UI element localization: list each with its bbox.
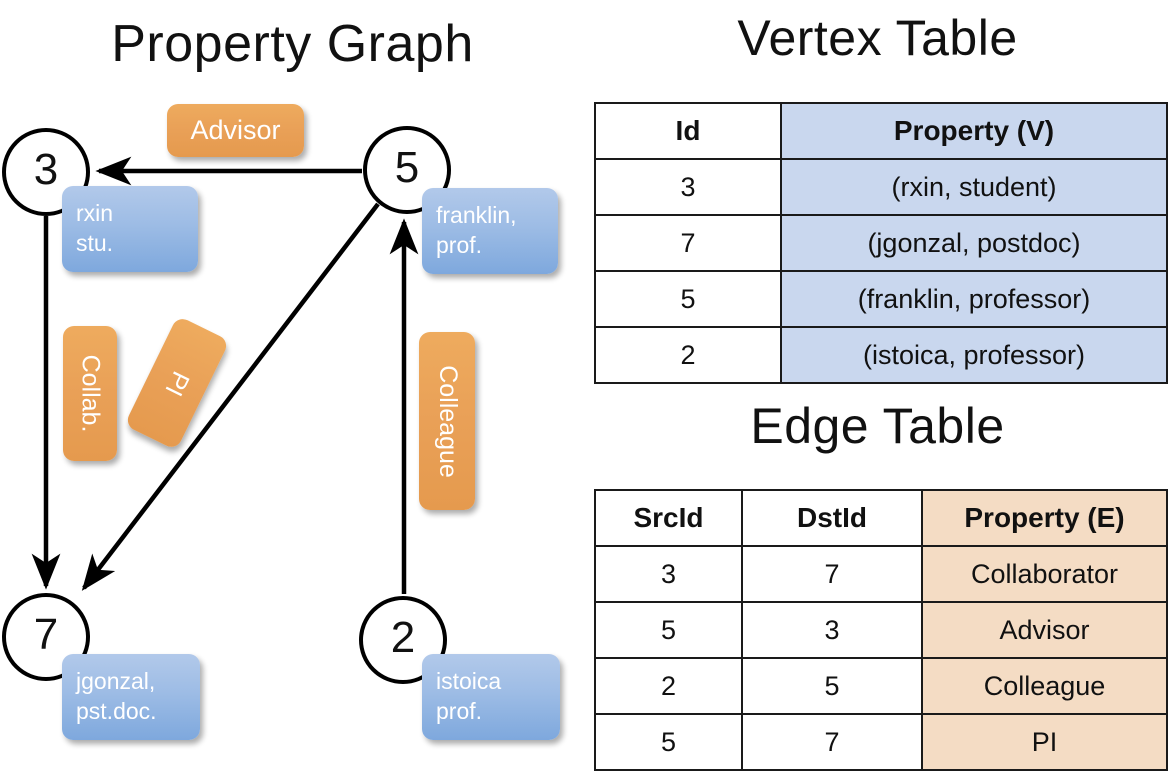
vertex-cell-id: 7 — [594, 214, 782, 272]
node-property-line-1: rxin — [76, 200, 114, 226]
vertex-cell-property: (rxin, student) — [780, 158, 1168, 216]
node-property-line-2: pst.doc. — [76, 698, 157, 724]
table-row: 2 (istoica, professor) — [594, 326, 1168, 384]
table-row: 5 7 PI — [594, 713, 1168, 771]
table-row: 2 5 Colleague — [594, 657, 1168, 715]
table-row: 3 (rxin, student) — [594, 158, 1168, 216]
node-property-box-7: jgonzal, pst.doc. — [62, 654, 200, 740]
table-header-row: SrcId DstId Property (E) — [594, 489, 1168, 547]
edge-header-srcid: SrcId — [594, 489, 743, 547]
edge-label-text: Advisor — [190, 115, 281, 145]
edge-table: SrcId DstId Property (E) 3 7 Collaborato… — [594, 489, 1168, 771]
edge-cell-srcid: 2 — [594, 657, 743, 715]
property-graph-panel: Property Graph 3 5 7 2 rxin stu. frankli… — [0, 0, 585, 760]
vertex-header-property: Property (V) — [780, 102, 1168, 160]
edge-cell-srcid: 5 — [594, 713, 743, 771]
vertex-cell-id: 3 — [594, 158, 782, 216]
edge-cell-property: Collaborator — [921, 545, 1168, 603]
edge-cell-dstid: 3 — [741, 601, 923, 659]
page-title-property-graph: Property Graph — [111, 15, 474, 73]
edge-cell-property: Colleague — [921, 657, 1168, 715]
node-property-line-2: prof. — [436, 698, 483, 724]
graph-node-2[interactable]: 2 — [359, 596, 447, 684]
node-id-label: 7 — [33, 610, 59, 659]
edge-cell-property: PI — [921, 713, 1168, 771]
edge-label-text: Collab. — [76, 354, 105, 433]
table-row: 7 (jgonzal, postdoc) — [594, 214, 1168, 272]
edge-header-property: Property (E) — [921, 489, 1168, 547]
edge-cell-dstid: 5 — [741, 657, 923, 715]
edge-header-dstid: DstId — [741, 489, 923, 547]
edge-label-collab: Collab. — [63, 326, 117, 461]
graph-node-5[interactable]: 5 — [363, 126, 451, 214]
table-row: 3 7 Collaborator — [594, 545, 1168, 603]
table-row: 5 (franklin, professor) — [594, 270, 1168, 328]
graph-edge-arrows — [31, 156, 419, 594]
node-property-line-1: istoica — [436, 668, 502, 694]
edge-cell-srcid: 3 — [594, 545, 743, 603]
edge-cell-dstid: 7 — [741, 713, 923, 771]
node-id-label: 5 — [394, 143, 420, 192]
edge-label-text: Colleague — [433, 364, 462, 478]
node-property-line-1: jgonzal, — [76, 668, 156, 694]
node-property-line-2: prof. — [436, 232, 483, 258]
edge-cell-srcid: 5 — [594, 601, 743, 659]
vertex-cell-id: 5 — [594, 270, 782, 328]
vertex-cell-property: (jgonzal, postdoc) — [780, 214, 1168, 272]
vertex-cell-property: (franklin, professor) — [780, 270, 1168, 328]
node-property-box-5: franklin, prof. — [422, 188, 558, 274]
vertex-cell-property: (istoica, professor) — [780, 326, 1168, 384]
table-header-row: Id Property (V) — [594, 102, 1168, 160]
node-property-box-2: istoica prof. — [422, 654, 560, 740]
page-title-vertex-table: Vertex Table — [737, 10, 1018, 66]
node-property-box-3: rxin stu. — [62, 186, 198, 272]
edge-cell-dstid: 7 — [741, 545, 923, 603]
edge-label-text: PI — [159, 366, 196, 400]
vertex-cell-id: 2 — [594, 326, 782, 384]
node-property-line-1: franklin, — [436, 202, 517, 228]
edge-label-advisor: Advisor — [167, 104, 304, 157]
vertex-table: Id Property (V) 3 (rxin, student) 7 (jgo… — [594, 102, 1168, 384]
vertex-header-id: Id — [594, 102, 782, 160]
edge-label-colleague: Colleague — [419, 332, 475, 510]
table-row: 5 3 Advisor — [594, 601, 1168, 659]
page-title-edge-table: Edge Table — [750, 398, 1005, 454]
node-id-label: 2 — [390, 613, 416, 662]
edge-arrow-5-to-7 — [81, 202, 380, 591]
edge-cell-property: Advisor — [921, 601, 1168, 659]
node-property-line-2: stu. — [76, 230, 114, 256]
node-id-label: 3 — [33, 145, 59, 194]
